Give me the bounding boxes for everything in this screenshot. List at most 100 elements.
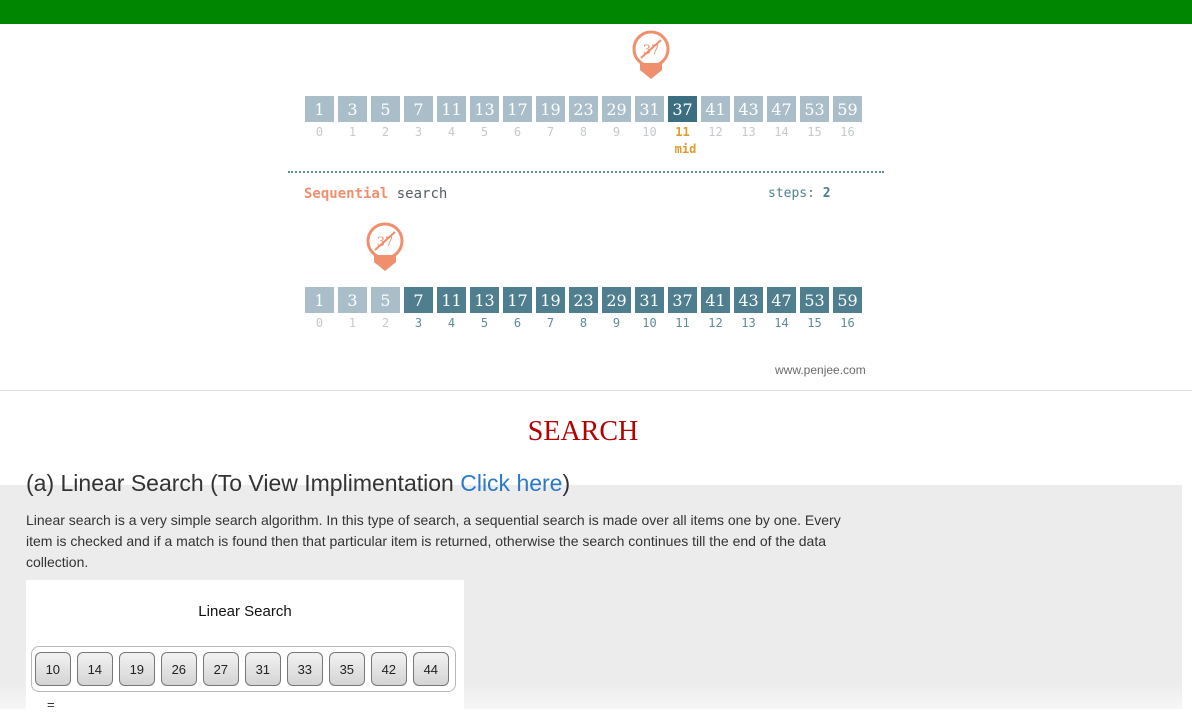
demo-title: Linear Search <box>198 603 292 620</box>
array-cell: 11 <box>437 287 466 313</box>
array-index: 16 <box>840 125 855 139</box>
array-cell: 5 <box>371 287 400 313</box>
array-index: 2 <box>381 125 390 139</box>
array-cell: 13 <box>470 96 499 122</box>
array-cell: 17 <box>503 96 532 122</box>
array-cell: 1 <box>305 287 334 313</box>
array-cell: 19 <box>536 96 565 122</box>
array-index: 10 <box>642 125 657 139</box>
mid-label: mid <box>674 142 697 156</box>
array-index: 6 <box>513 125 522 139</box>
array-index: 11 <box>675 125 690 139</box>
array-cell: 37 <box>668 96 697 122</box>
demo-cell: 19 <box>119 652 155 686</box>
array-index: 4 <box>447 125 456 139</box>
array-index: 7 <box>546 316 555 330</box>
section-description: Linear search is a very simple search al… <box>26 512 841 570</box>
panel-edge <box>1182 485 1192 709</box>
demo-cell: 10 <box>35 652 71 686</box>
array-cell: 23 <box>569 287 598 313</box>
array-index: 8 <box>579 125 588 139</box>
demo-cell: 31 <box>245 652 281 686</box>
array-cell: 11 <box>437 96 466 122</box>
array-index: 0 <box>315 125 324 139</box>
array-index: 11 <box>675 316 690 330</box>
array-index: 12 <box>708 125 723 139</box>
section-title-suffix: ) <box>562 470 571 496</box>
array-cell: 29 <box>602 287 631 313</box>
array-cell: 3 <box>338 287 367 313</box>
array-index: 6 <box>513 316 522 330</box>
array-cell: 31 <box>635 96 664 122</box>
array-index: 7 <box>546 125 555 139</box>
sequential-label: Sequential search <box>304 186 447 202</box>
array-cell: 19 <box>536 287 565 313</box>
page-heading: SEARCH <box>527 416 639 447</box>
binary-search-marker-icon: 37 <box>632 30 670 79</box>
array-index: 12 <box>708 316 723 330</box>
demo-cell: 27 <box>203 652 239 686</box>
array-cell: 3 <box>338 96 367 122</box>
demo-cell: 44 <box>413 652 449 686</box>
array-index: 8 <box>579 316 588 330</box>
divider <box>288 171 884 173</box>
array-cell: 23 <box>569 96 598 122</box>
array-cell: 13 <box>470 287 499 313</box>
sequential-search-marker-icon: 37 <box>366 222 404 271</box>
sequential-label-bold: Sequential <box>304 186 389 202</box>
array-cell: 37 <box>668 287 697 313</box>
sequential-label-rest: search <box>396 186 448 202</box>
top-bar <box>0 0 1192 24</box>
array-cell: 59 <box>833 96 862 122</box>
steps-label: steps: <box>768 186 815 201</box>
array-cell: 5 <box>371 96 400 122</box>
sequential-marker-value: 37 <box>377 235 394 250</box>
array-cell: 31 <box>635 287 664 313</box>
array-index: 9 <box>612 316 621 330</box>
array-index: 0 <box>315 316 324 330</box>
array-index: 15 <box>807 125 822 139</box>
array-cell: 47 <box>767 287 796 313</box>
array-index: 3 <box>414 316 423 330</box>
demo-cell: 42 <box>371 652 407 686</box>
array-cell: 47 <box>767 96 796 122</box>
array-index: 13 <box>741 125 756 139</box>
array-cell: 17 <box>503 287 532 313</box>
array-index: 1 <box>348 125 357 139</box>
array-index: 4 <box>447 316 456 330</box>
array-cell: 43 <box>734 287 763 313</box>
section-title: (a) Linear Search (To View Implimentatio… <box>26 470 570 497</box>
array-index: 1 <box>348 316 357 330</box>
array-cell: 7 <box>404 96 433 122</box>
credit-link[interactable]: www.penjee.com <box>775 363 866 377</box>
array-index: 3 <box>414 125 423 139</box>
array-index: 15 <box>807 316 822 330</box>
array-index: 5 <box>480 125 489 139</box>
demo-cell: 26 <box>161 652 197 686</box>
array-index: 13 <box>741 316 756 330</box>
demo-cell: 35 <box>329 652 365 686</box>
section-title-prefix: (a) Linear Search (To View Implimentatio… <box>26 470 461 496</box>
array-cell: 43 <box>734 96 763 122</box>
array-index: 9 <box>612 125 621 139</box>
array-cell: 53 <box>800 96 829 122</box>
click-here-link[interactable]: Click here <box>460 470 563 496</box>
array-cell: 7 <box>404 287 433 313</box>
demo-equals: = <box>47 697 55 712</box>
steps-value: 2 <box>822 186 831 201</box>
array-cell: 41 <box>701 287 730 313</box>
array-index: 16 <box>840 316 855 330</box>
array-index: 14 <box>774 316 789 330</box>
array-index: 2 <box>381 316 390 330</box>
array-cell: 29 <box>602 96 631 122</box>
array-index: 10 <box>642 316 657 330</box>
array-index: 5 <box>480 316 489 330</box>
array-cell: 59 <box>833 287 862 313</box>
section-separator <box>0 390 1192 391</box>
